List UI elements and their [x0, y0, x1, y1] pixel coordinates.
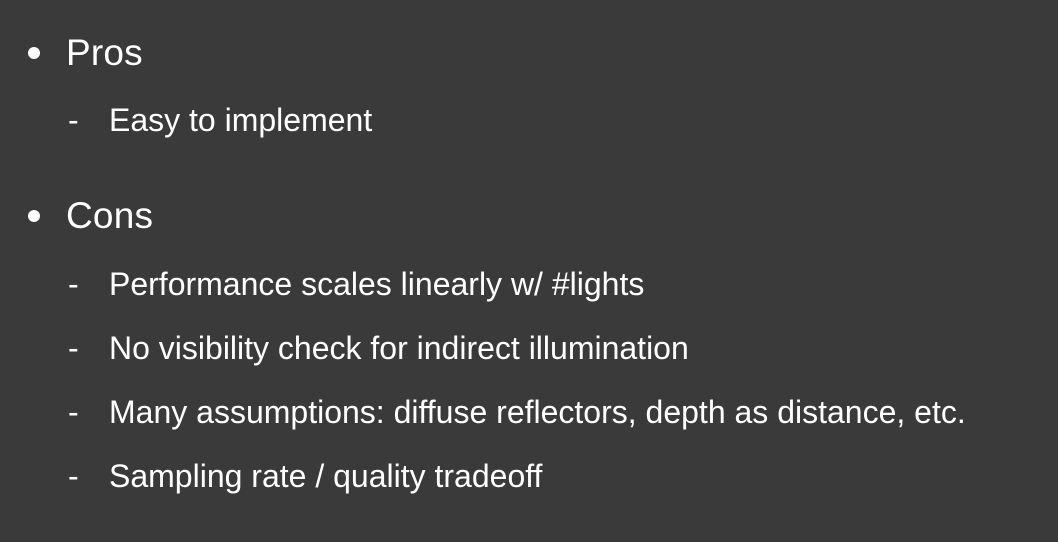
- dash-icon: -: [68, 266, 79, 302]
- cons-item-text: Sampling rate / quality tradeoff: [109, 458, 543, 494]
- dash-icon: -: [68, 102, 79, 138]
- pros-item-text: Easy to implement: [109, 102, 373, 138]
- pros-heading: Pros: [66, 32, 143, 73]
- bullet-dot-icon: [28, 210, 40, 222]
- cons-item-text: Performance scales linearly w/ #lights: [109, 266, 645, 302]
- cons-item-text: No visibility check for indirect illumin…: [109, 330, 689, 366]
- bullet-dot-icon: [28, 47, 40, 59]
- cons-item-text: Many assumptions: diffuse reflectors, de…: [109, 394, 966, 430]
- dash-icon: -: [68, 394, 79, 430]
- cons-heading: Cons: [66, 195, 154, 236]
- dash-icon: -: [68, 458, 79, 494]
- dash-icon: -: [68, 330, 79, 366]
